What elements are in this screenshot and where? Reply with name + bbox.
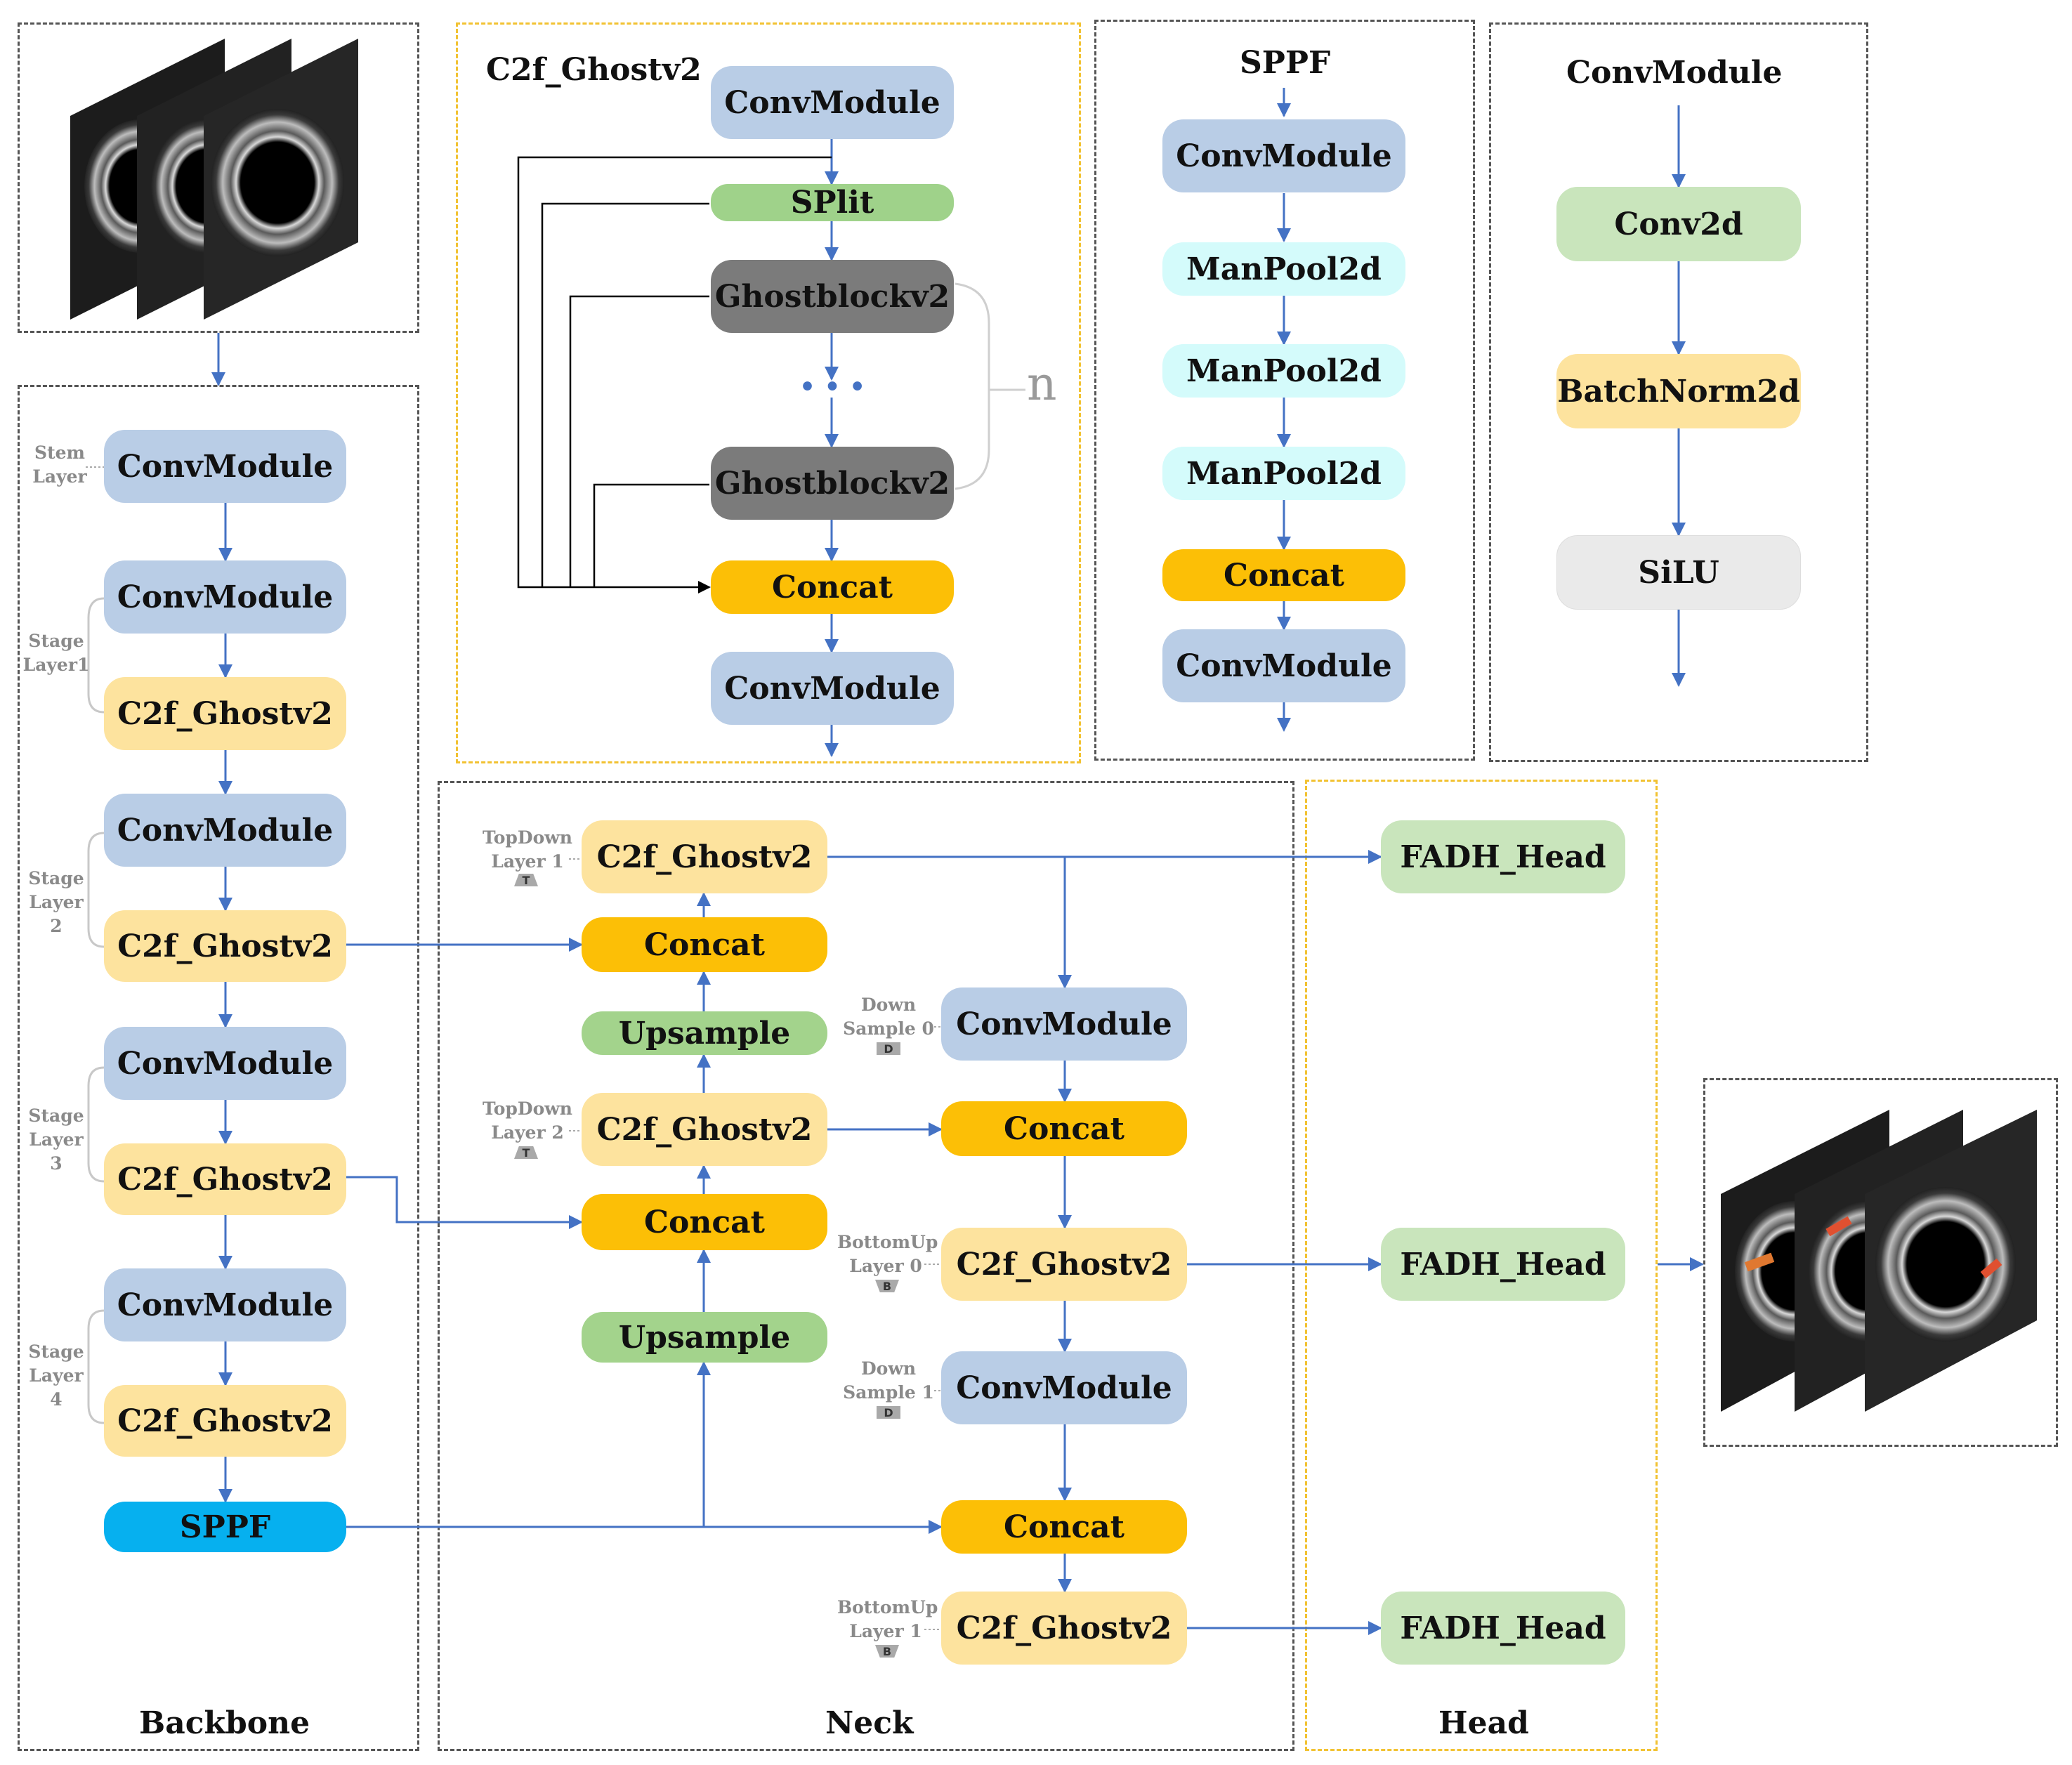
c2f-ghostblock-2: Ghostblockv2: [711, 447, 954, 520]
neck-title: Neck: [825, 1705, 914, 1741]
backbone-stage2-convmodule: ConvModule: [104, 794, 346, 867]
neck-concat-2: Concat: [582, 1194, 827, 1250]
backbone-stage2-c2f: C2f_Ghostv2: [104, 910, 346, 982]
conv-conv2d: Conv2d: [1556, 187, 1801, 261]
stage-layer2-label: Stage Layer 2: [28, 868, 84, 936]
neck-downsample1-convmodule: ConvModule: [941, 1351, 1187, 1424]
c2f-repeat-n: n: [1027, 357, 1057, 411]
head-fadh-2: FADH_Head: [1381, 1228, 1625, 1301]
head-title: Head: [1438, 1705, 1529, 1741]
backbone-stage4-convmodule: ConvModule: [104, 1268, 346, 1341]
c2f-ghostv2-frame: [456, 22, 1081, 763]
neck-frame: [438, 781, 1294, 1751]
stage-layer1-label: Stage Layer1: [22, 631, 90, 675]
sppf-maxpool-2: ManPool2d: [1162, 344, 1405, 398]
neck-topdown1-c2f: C2f_Ghostv2: [582, 820, 827, 893]
backbone-stage4-c2f: C2f_Ghostv2: [104, 1385, 346, 1457]
neck-concat-3: Concat: [941, 1101, 1187, 1156]
backbone-sppf: SPPF: [104, 1502, 346, 1552]
topdown2-badge: T: [514, 1146, 538, 1159]
stage-layer3-label: Stage Layer 3: [28, 1105, 84, 1174]
bottomup-layer0-label: BottomUp Layer 0: [837, 1232, 938, 1276]
bottomup0-badge: B: [875, 1280, 899, 1292]
sppf-conv-top: ConvModule: [1162, 119, 1405, 192]
c2f-ellipsis: • • •: [799, 372, 866, 402]
head-fadh-3: FADH_Head: [1381, 1592, 1625, 1665]
topdown1-badge: T: [514, 874, 538, 886]
downsample0-label: Down Sample 0: [843, 995, 934, 1039]
sppf-frame: [1094, 20, 1475, 761]
convmodule-block-title: ConvModule: [1566, 55, 1783, 91]
neck-upsample-1: Upsample: [582, 1011, 827, 1055]
c2f-conv-top: ConvModule: [711, 66, 954, 139]
neck-topdown2-c2f: C2f_Ghostv2: [582, 1093, 827, 1166]
bottomup1-badge: B: [875, 1645, 899, 1658]
sppf-maxpool-1: ManPool2d: [1162, 242, 1405, 296]
backbone-stage1-c2f: C2f_Ghostv2: [104, 677, 346, 750]
c2f-conv-bottom: ConvModule: [711, 652, 954, 725]
input-image-frame: [18, 22, 419, 333]
neck-bottomup0-c2f: C2f_Ghostv2: [941, 1228, 1187, 1301]
down1-badge: D: [877, 1406, 900, 1419]
sppf-maxpool-3: ManPool2d: [1162, 447, 1405, 500]
c2f-concat: Concat: [711, 560, 954, 614]
topdown-layer1-label: TopDown Layer 1: [483, 827, 572, 872]
topdown-layer2-label: TopDown Layer 2: [483, 1098, 572, 1143]
input-image-3: [204, 39, 358, 320]
downsample1-label: Down Sample 1: [843, 1358, 934, 1403]
sppf-conv-bottom: ConvModule: [1162, 629, 1405, 702]
stem-layer-label: Stem Layer: [32, 442, 87, 487]
c2f-block-title: C2f_Ghostv2: [486, 52, 702, 88]
c2f-split: SPlit: [711, 184, 954, 221]
neck-bottomup1-c2f: C2f_Ghostv2: [941, 1592, 1187, 1665]
convmodule-frame: [1489, 22, 1868, 762]
neck-downsample0-convmodule: ConvModule: [941, 988, 1187, 1061]
output-images: [1721, 1110, 2037, 1412]
head-fadh-1: FADH_Head: [1381, 820, 1625, 893]
bottomup-layer1-label: BottomUp Layer 1: [837, 1597, 938, 1641]
c2f-ghostblock-1: Ghostblockv2: [711, 260, 954, 333]
neck-upsample-2: Upsample: [582, 1312, 827, 1363]
stage-layer4-label: Stage Layer 4: [28, 1341, 84, 1410]
backbone-stage3-convmodule: ConvModule: [104, 1027, 346, 1100]
sppf-concat: Concat: [1162, 549, 1405, 601]
backbone-title: Backbone: [139, 1705, 310, 1741]
conv-silu: SiLU: [1556, 535, 1801, 610]
down0-badge: D: [877, 1042, 900, 1056]
output-image-3: [1865, 1110, 2037, 1412]
backbone-stem-convmodule: ConvModule: [104, 430, 346, 503]
input-images: [70, 39, 358, 320]
neck-concat-4: Concat: [941, 1500, 1187, 1554]
backbone-stage1-convmodule: ConvModule: [104, 560, 346, 634]
output-image-frame: [1703, 1078, 2058, 1447]
backbone-stage3-c2f: C2f_Ghostv2: [104, 1143, 346, 1215]
neck-concat-1: Concat: [582, 917, 827, 972]
sppf-block-title: SPPF: [1240, 45, 1331, 81]
conv-batchnorm2d: BatchNorm2d: [1556, 354, 1801, 428]
